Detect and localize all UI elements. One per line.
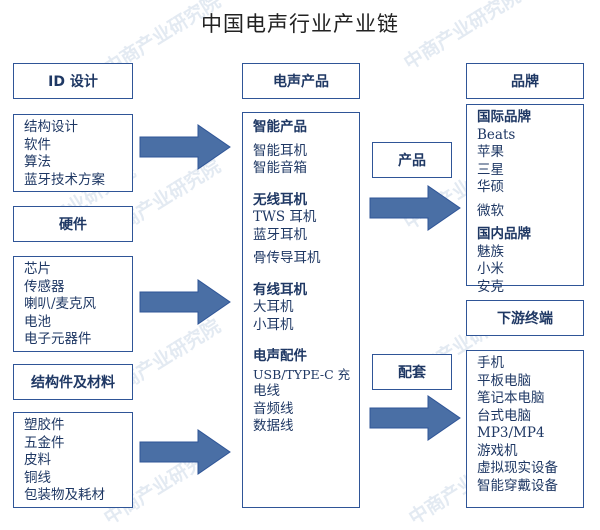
- hardware-header-label: 硬件: [59, 217, 87, 233]
- products-header-label: 电声产品: [273, 74, 329, 90]
- list-item: 骨传导耳机: [253, 250, 321, 266]
- list-item: 平板电脑: [477, 372, 531, 389]
- id-design-header-label: ID 设计: [48, 74, 98, 90]
- id-design-list: 结构设计 软件 算法 蓝牙技术方案: [13, 114, 133, 192]
- list-item: 小米: [477, 261, 504, 277]
- products-list: 智能产品 智能耳机 智能音箱 无线耳机 TWS 耳机 蓝牙耳机 骨传导耳机 有线…: [242, 112, 360, 508]
- right-arrow-icon: [139, 279, 231, 325]
- list-item: 传感器: [24, 278, 65, 295]
- list-item: 手机: [477, 355, 504, 371]
- structure-list: 塑胶件 五金件 皮料 铜线 包装物及耗材: [13, 412, 133, 508]
- hardware-header: 硬件: [13, 206, 133, 242]
- downstream-list: 手机 平板电脑 笔记本电脑 台式电脑 MP3/MP4 游戏机 虚拟现实设备 智能…: [466, 350, 584, 508]
- list-item: 五金件: [24, 434, 65, 451]
- right-arrow-icon: [369, 185, 461, 231]
- group-title: 有线耳机: [253, 281, 307, 298]
- structure-header-label: 结构件及材料: [31, 375, 115, 391]
- id-design-header: ID 设计: [13, 63, 133, 99]
- products-header: 电声产品: [242, 63, 360, 99]
- list-item: 音频线: [253, 400, 294, 417]
- downstream-header: 下游终端: [466, 300, 584, 336]
- brands-header: 品牌: [466, 63, 584, 99]
- product-connector-label: 产品: [398, 153, 426, 169]
- list-item: 大耳机: [253, 299, 294, 315]
- list-item: 小耳机: [253, 316, 294, 333]
- group-title: 国内品牌: [477, 226, 531, 242]
- list-item: 蓝牙技术方案: [24, 171, 105, 188]
- brands-list: 国际品牌 Beats 苹果 三星 华硕 微软 国内品牌 魅族 小米 安克: [466, 104, 584, 295]
- support-connector-label-box: 配套: [372, 354, 452, 390]
- support-connector-label: 配套: [398, 365, 426, 381]
- list-item: 电子元器件: [24, 331, 92, 347]
- list-item: 包装物及耗材: [24, 487, 105, 503]
- list-item: 智能音箱: [253, 160, 307, 176]
- list-item: MP3/MP4: [477, 425, 545, 441]
- list-item: 智能耳机: [253, 142, 307, 159]
- list-item: 蓝牙耳机: [253, 226, 307, 243]
- structure-header: 结构件及材料: [13, 364, 133, 400]
- list-item: USB/TYPE-C 充: [253, 366, 351, 382]
- right-arrow-icon: [139, 429, 231, 475]
- downstream-header-label: 下游终端: [497, 311, 553, 327]
- list-item: 铜线: [24, 469, 51, 486]
- list-item: 游戏机: [477, 442, 518, 459]
- list-item: 芯片: [24, 261, 51, 277]
- list-item: 苹果: [477, 144, 504, 160]
- group-title: 国际品牌: [477, 109, 531, 125]
- list-item: 电池: [24, 313, 51, 330]
- list-item: 虚拟现实设备: [477, 460, 558, 476]
- list-item: 电线: [253, 383, 280, 399]
- list-item: 算法: [24, 154, 51, 170]
- group-title: 智能产品: [253, 119, 307, 135]
- list-item: 数据线: [253, 418, 294, 434]
- list-item: 结构设计: [24, 119, 78, 135]
- list-item: 魅族: [477, 243, 504, 260]
- list-item: 台式电脑: [477, 407, 531, 424]
- list-item: 笔记本电脑: [477, 390, 545, 406]
- list-item: 喇叭/麦克风: [24, 296, 97, 312]
- right-arrow-icon: [369, 395, 461, 441]
- list-item: 微软: [477, 202, 504, 219]
- list-item: 安克: [477, 278, 504, 295]
- brands-header-label: 品牌: [511, 74, 539, 90]
- list-item: 皮料: [24, 452, 51, 468]
- hardware-list: 芯片 传感器 喇叭/麦克风 电池 电子元器件: [13, 256, 133, 352]
- list-item: TWS 耳机: [253, 209, 317, 225]
- list-item: 软件: [24, 136, 51, 153]
- right-arrow-icon: [139, 124, 231, 170]
- list-item: Beats: [477, 126, 516, 143]
- list-item: 塑胶件: [24, 417, 65, 433]
- group-title: 无线耳机: [253, 191, 307, 208]
- product-connector-label-box: 产品: [372, 142, 452, 178]
- list-item: 智能穿戴设备: [477, 477, 558, 494]
- group-title: 电声配件: [253, 348, 307, 364]
- list-item: 三星: [477, 161, 504, 178]
- diagram-title: 中国电声行业产业链: [201, 12, 399, 36]
- list-item: 华硕: [477, 179, 504, 195]
